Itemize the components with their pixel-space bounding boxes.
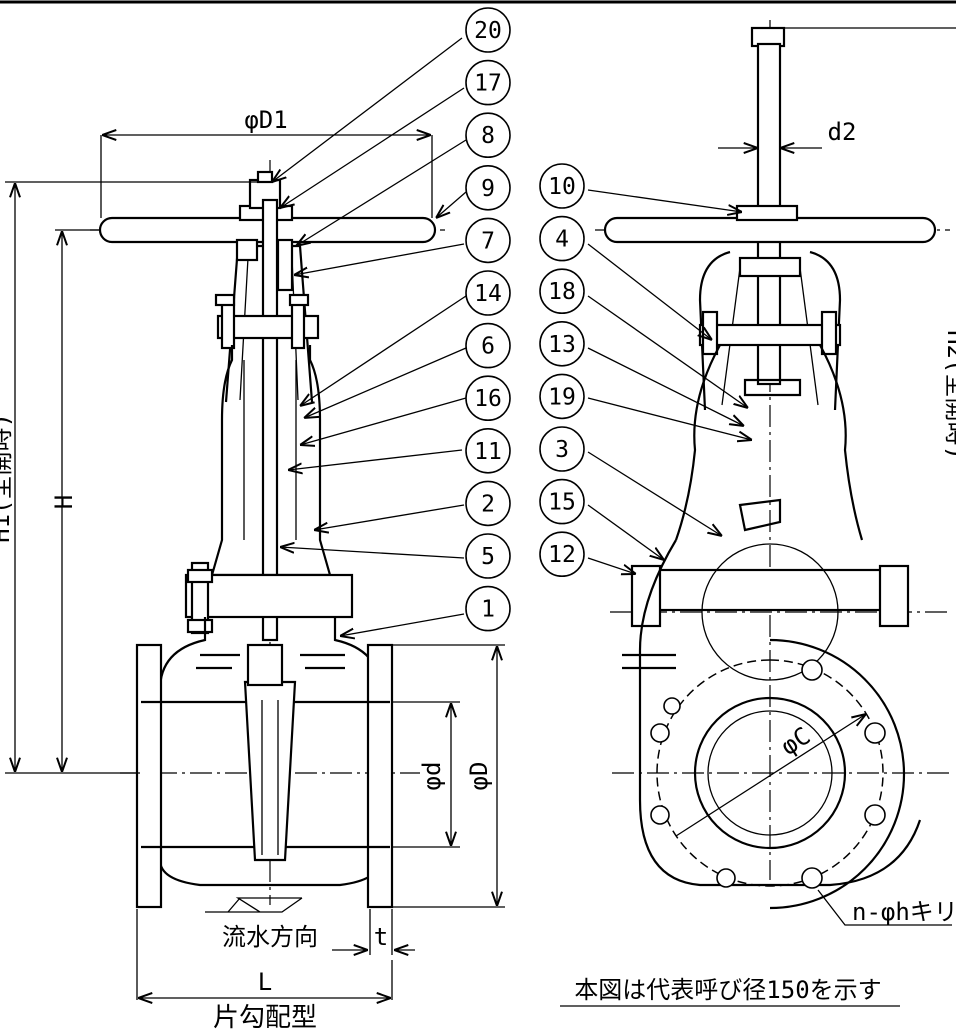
part-number-label: 11: [474, 439, 502, 465]
part-balloon: [465, 322, 511, 369]
part-balloon: [465, 112, 511, 158]
part-number-label: 12: [548, 542, 576, 568]
part-number-label: 7: [481, 228, 495, 254]
dim-C: φC: [776, 722, 815, 761]
flow-direction-arrow: [205, 897, 303, 913]
dim-D: φD: [465, 762, 493, 791]
part-balloon: [465, 217, 511, 264]
dim-H1-open: H1(全開時): [0, 413, 15, 543]
part-balloon: [539, 320, 585, 367]
part-balloon: [539, 478, 585, 525]
part-number-label: 2: [481, 491, 495, 517]
dim-d: φd: [418, 762, 446, 791]
dim-L: L: [258, 968, 272, 996]
part-balloon: [539, 215, 585, 262]
part-number-label: 8: [481, 123, 495, 149]
part-balloon: [539, 373, 585, 420]
type-label: 片勾配型: [213, 1003, 317, 1032]
dim-D1: φD1: [244, 106, 287, 134]
leader-lines: [272, 37, 752, 636]
part-balloon: [465, 270, 511, 316]
part-balloon: [465, 7, 511, 53]
part-balloon: [465, 59, 511, 106]
flow-direction-label: 流水方向: [222, 923, 318, 951]
part-balloon: [539, 268, 585, 315]
part-balloon: [539, 531, 585, 578]
part-number-label: 20: [474, 18, 502, 44]
part-number-label: 10: [548, 174, 576, 200]
dim-H: H: [50, 495, 78, 509]
dim-t: t: [374, 923, 388, 951]
part-balloon: [465, 165, 511, 211]
part-number-label: 13: [548, 332, 576, 358]
part-balloon: [465, 533, 511, 579]
left-section-view: [90, 160, 445, 909]
part-number-label: 9: [481, 176, 495, 202]
part-number-label: 4: [555, 227, 569, 253]
part-balloon: [465, 585, 511, 632]
part-number-label: 19: [548, 384, 576, 410]
part-number-label: 16: [474, 386, 502, 412]
dim-H2-open: H2(全開時): [942, 330, 956, 460]
right-elevation-view: [595, 20, 950, 910]
dim-d2: d2: [828, 118, 857, 146]
part-number-balloons-left: 20 17 8 9 7 14 6 16 11 2 5 1: [465, 7, 511, 632]
part-number-label: 15: [548, 490, 576, 516]
part-number-label: 17: [474, 71, 502, 97]
dimension-lines: φD1 d2 H1(全開時) H H2(全開時) φd φD φC n-φhキリ: [0, 27, 956, 1000]
part-number-label: 5: [481, 544, 495, 570]
part-balloon: [465, 480, 511, 527]
part-balloon: [539, 163, 585, 209]
part-balloon: [539, 426, 585, 472]
part-number-label: 6: [481, 334, 495, 360]
dim-holes: n-φhキリ: [852, 898, 956, 926]
part-number-label: 1: [481, 597, 495, 623]
part-number-label: 18: [548, 279, 576, 305]
part-balloon: [465, 427, 511, 474]
part-number-label: 3: [555, 437, 569, 463]
drawing-note: 本図は代表呼び径150を示す: [574, 976, 881, 1004]
part-number-balloons-right: 10 4 18 13 19 3 15 12: [539, 163, 585, 578]
part-number-label: 14: [474, 281, 502, 307]
